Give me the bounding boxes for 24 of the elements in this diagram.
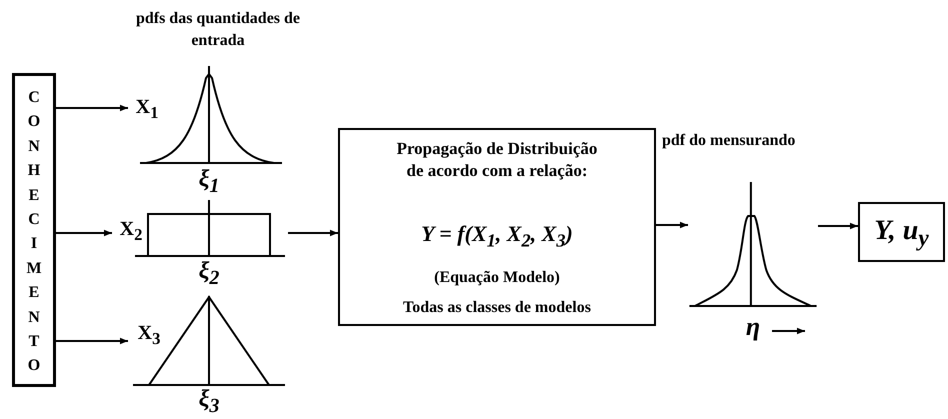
arrow xyxy=(56,230,112,236)
box-text: (Equação Modelo) xyxy=(433,268,561,288)
result-text: Y, u$_{y}$ xyxy=(873,214,930,254)
variable-label: ξ$_{2}$ xyxy=(198,258,220,291)
arrow xyxy=(56,338,128,344)
variable-label: X$_{3}$ xyxy=(136,321,162,350)
variable-label: ξ$_{1}$ xyxy=(198,166,220,199)
process-box xyxy=(338,128,656,326)
arrow xyxy=(656,222,688,228)
vertical-text-box xyxy=(12,73,56,387)
variable-label: η xyxy=(744,314,762,340)
arrow xyxy=(288,230,338,236)
arrow xyxy=(818,222,858,230)
heading: pdf do mensurando xyxy=(662,131,796,151)
box-text: CONHECIMENTO xyxy=(26,88,42,376)
result-box xyxy=(858,202,945,262)
variable-label: ξ$_{3}$ xyxy=(198,386,220,419)
box-text: Todas as classes de modelos xyxy=(402,298,592,318)
variable-label: X$_{1}$ xyxy=(134,95,160,124)
variable-label: X$_{2}$ xyxy=(118,217,144,246)
arrow xyxy=(56,104,128,112)
box-text: Propagação de Distribuição de acordo com a relação: xyxy=(396,138,598,182)
heading: pdfs das quantidades de entrada xyxy=(134,9,302,51)
equation: Y = f(X$_{1}$, X$_{2}$, X$_{3}$) xyxy=(420,220,574,252)
